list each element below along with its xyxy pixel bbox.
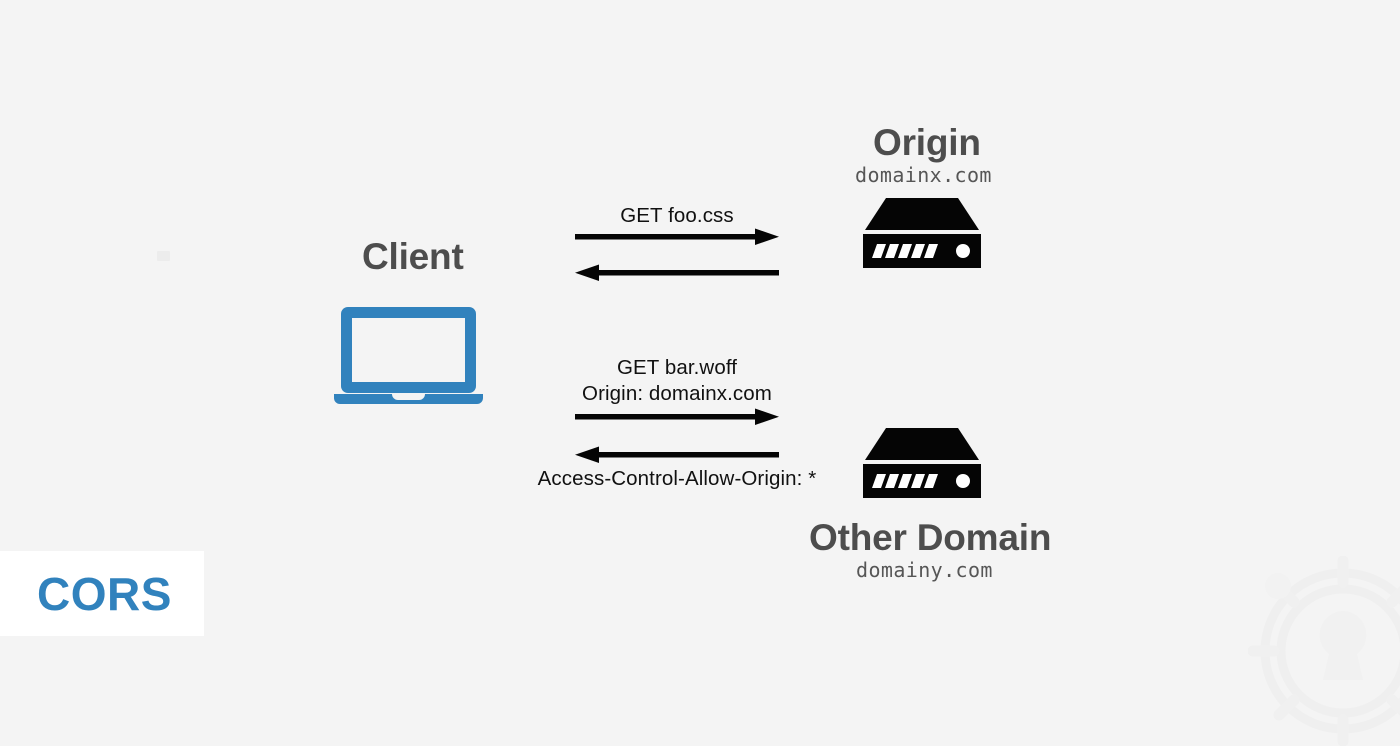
arrow-request-same-origin <box>575 228 779 245</box>
response-label-access-control-allow-origin: Access-Control-Allow-Origin: * <box>537 467 817 490</box>
request-label-get-foo-css: GET foo.css <box>620 204 734 227</box>
server-icon-other-domain <box>863 428 981 498</box>
arrow-response-cross-origin <box>575 446 779 463</box>
other-domain-domain: domainy.com <box>856 558 993 582</box>
arrow-request-cross-origin <box>575 408 779 425</box>
laptop-icon <box>334 307 483 404</box>
lock-keyhole-watermark-icon <box>1248 556 1400 746</box>
arrow-response-same-origin <box>575 264 779 281</box>
image-artifact <box>157 251 170 261</box>
cors-badge-label: CORS <box>37 567 172 620</box>
other-domain-title: Other Domain <box>809 517 1052 558</box>
cors-badge: CORS <box>0 551 204 636</box>
server-icon-origin <box>863 198 981 268</box>
client-title: Client <box>362 236 464 277</box>
diagram-canvas: Client Origin domainx.com <box>0 122 1052 636</box>
request-label-origin-header: Origin: domainx.com <box>582 382 772 405</box>
origin-server-domain: domainx.com <box>855 163 992 187</box>
origin-server-title: Origin <box>873 122 981 163</box>
request-label-get-bar-woff: GET bar.woff <box>616 356 738 379</box>
